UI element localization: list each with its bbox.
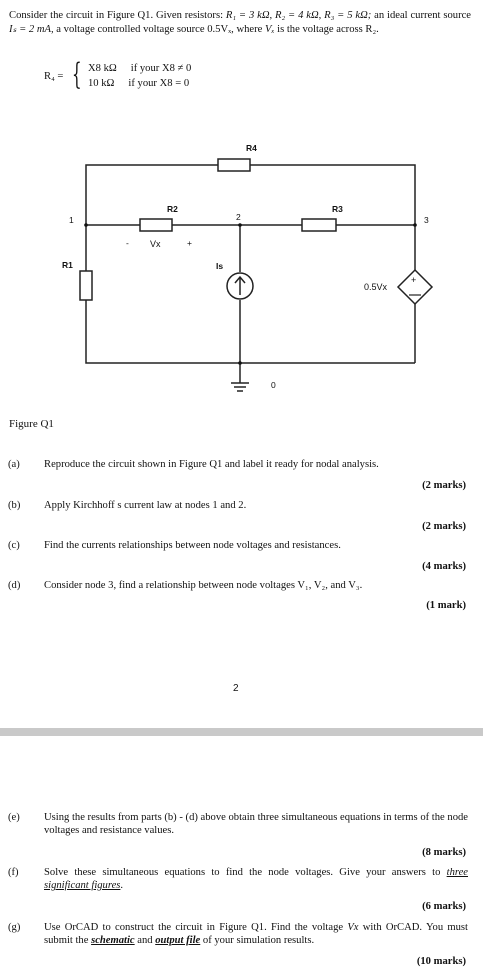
label-r1: R1 [62,260,73,270]
current-source-value: Iₛ = 2 mA, [9,24,57,35]
resistor-r3-value: R₃ = 5 kΩ; [324,10,375,21]
question-c-marks: (4 marks) [422,561,466,572]
question-e-marks: (8 marks) [422,847,466,858]
question-g-text: Use OrCAD to construct the circuit in Fi… [44,922,468,946]
intro-text-1: Consider the circuit in Figure Q1. Given… [9,10,226,21]
vcvs-diamond-icon [396,268,434,306]
intro-text-4: is the voltage across R₂. [274,24,379,35]
question-e-text: Using the results from parts (b) - (d) a… [44,812,468,836]
resistor-r1 [79,270,93,301]
label-node-2: 2 [236,212,241,222]
question-a-text: Reproduce the circuit shown in Figure Q1… [44,459,379,470]
label-node-0: 0 [271,380,276,390]
r4-lhs: R₄ = [44,71,64,82]
vx-symbol: Vₓ [265,24,275,35]
resistor-r2 [139,218,173,232]
question-c-label: (c) [8,540,20,551]
page-break [0,728,483,736]
question-f-label: (f) [8,867,19,878]
question-d-text: Consider node 3, find a relationship bet… [44,580,363,591]
problem-statement: Consider the circuit in Figure Q1. Given… [9,9,471,37]
label-r4: R4 [246,143,257,153]
question-e-label: (e) [8,812,20,823]
question-d-marks: (1 mark) [426,600,466,611]
resistor-r1-value: R₁ = 3 kΩ, [225,10,276,21]
circuit-wires [85,164,416,383]
question-b-label: (b) [8,500,21,511]
resistor-r3 [301,218,337,232]
label-node-1: 1 [69,215,74,225]
intro-text-3: a voltage controlled voltage source 0.5V… [56,24,265,35]
label-node-3: 3 [424,215,429,225]
question-a-marks: (2 marks) [422,480,466,491]
label-is: Is [216,261,223,271]
question-b-marks: (2 marks) [422,521,466,532]
ground-icon [231,382,249,392]
page-number: 2 [233,683,239,694]
question-a-label: (a) [8,459,20,470]
brace: { [72,57,82,92]
label-plus: + [187,238,192,248]
label-vcvs-plus: + [411,275,416,285]
question-g-label: (g) [8,922,21,933]
label-vcvs: 0.5Vx [364,282,388,292]
question-d-label: (d) [8,580,21,591]
questions-page-3: (e) Using the results from parts (b) - (… [0,811,483,971]
figure-caption: Figure Q1 [9,418,54,430]
question-f-marks: (6 marks) [422,901,466,912]
question-f-text: Solve these simultaneous equations to fi… [44,867,468,891]
label-r3: R3 [332,204,343,214]
label-minus: - [126,238,129,248]
question-c-text: Find the currents relationships between … [44,540,341,551]
question-b-text: Apply Kirchhoff s current law at nodes 1… [44,500,247,511]
intro-text-2: an ideal current source [374,10,471,21]
label-r2: R2 [167,204,178,214]
label-vx: Vx [150,239,161,249]
question-g-marks: (10 marks) [416,956,466,967]
resistor-r4 [217,158,251,172]
circuit-diagram: R4 R2 R3 R1 Is 1 2 3 0 - Vx + 0.5Vx + [62,143,434,392]
resistor-r2-value: R₂ = 4 kΩ, [275,10,325,21]
questions-page-2: (a) Reproduce the circuit shown in Figur… [0,458,483,611]
